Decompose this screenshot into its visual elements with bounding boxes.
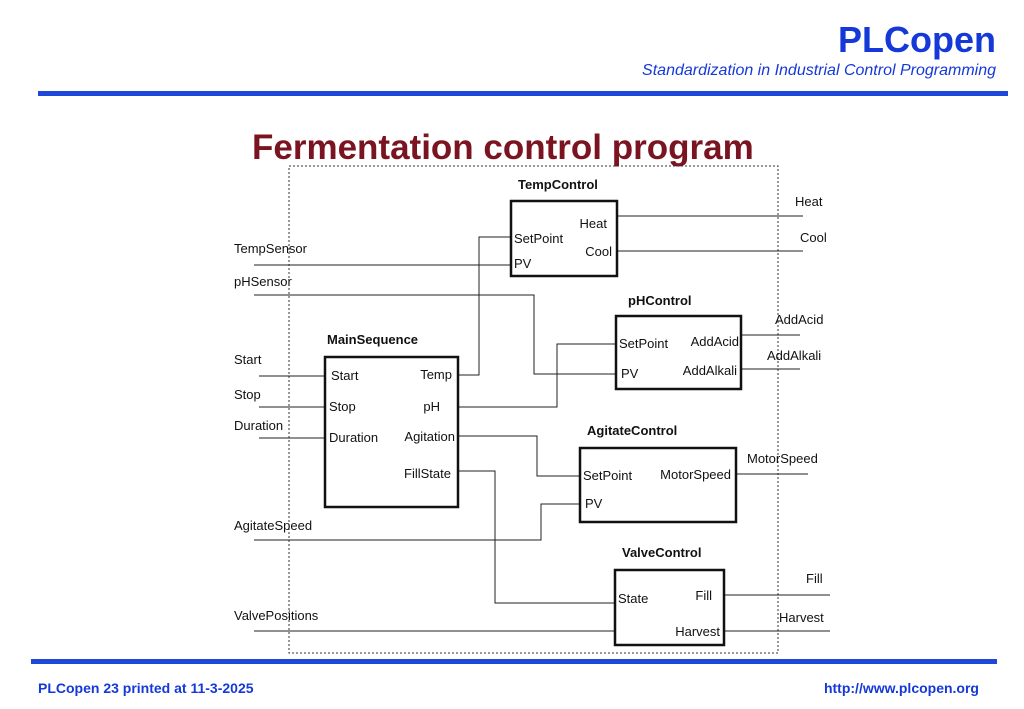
pin-agitate-motorspeed: MotorSpeed — [660, 467, 731, 482]
wire-phsensor — [254, 294, 616, 375]
block-tempcontrol — [509, 199, 619, 278]
label-duration: Duration — [234, 418, 283, 433]
label-harvest: Harvest — [779, 610, 824, 625]
pin-main-duration: Duration — [329, 430, 378, 445]
footer-page-info: PLCopen 23 printed at 11-3-2025 — [38, 680, 254, 696]
label-motorspeed: MotorSpeed — [747, 451, 818, 466]
block-title-mainsequence: MainSequence — [327, 332, 418, 347]
header-rule — [38, 91, 1008, 96]
pin-main-agitation: Agitation — [404, 429, 455, 444]
label-fill: Fill — [806, 571, 823, 586]
label-addacid: AddAcid — [775, 312, 823, 327]
pin-main-ph: pH — [423, 399, 440, 414]
pin-phcontrol-addalkali: AddAlkali — [683, 363, 737, 378]
label-valvepositions: ValvePositions — [234, 608, 319, 623]
pin-main-stop: Stop — [329, 399, 356, 414]
label-tempsensor: TempSensor — [234, 241, 308, 256]
label-start: Start — [234, 352, 262, 367]
label-cool: Cool — [800, 230, 827, 245]
pin-valve-harvest: Harvest — [675, 624, 720, 639]
wire-agitation-setpoint — [458, 435, 580, 477]
pin-phcontrol-addacid: AddAcid — [691, 334, 739, 349]
label-phsensor: pHSensor — [234, 274, 292, 289]
label-agitatespeed: AgitateSpeed — [234, 518, 312, 533]
diagram-frame — [288, 165, 779, 654]
wire-ph-setpoint — [458, 343, 616, 408]
pin-main-fillstate: FillState — [404, 466, 451, 481]
pin-agitate-setpoint: SetPoint — [583, 468, 633, 483]
block-agitatecontrol — [578, 446, 738, 524]
pin-main-temp: Temp — [420, 367, 452, 382]
wire-fillstate-state — [458, 470, 615, 604]
label-heat: Heat — [795, 194, 823, 209]
block-title-agitatecontrol: AgitateControl — [587, 423, 677, 438]
pin-tempcontrol-setpoint: SetPoint — [514, 231, 564, 246]
pin-tempcontrol-pv: PV — [514, 256, 532, 271]
footer-website-link[interactable]: http://www.plcopen.org — [823, 680, 979, 696]
pin-main-start: Start — [331, 368, 359, 383]
brand-logo-text: PLCopen — [838, 19, 996, 60]
slide-title: Fermentation control program — [252, 128, 754, 167]
pin-valve-fill: Fill — [695, 588, 712, 603]
pin-valve-state: State — [618, 591, 648, 606]
wire-temp-setpoint — [458, 236, 511, 376]
block-mainsequence — [323, 355, 460, 509]
wire-agitatespeed — [254, 503, 580, 541]
label-addalkali: AddAlkali — [767, 348, 821, 363]
pin-phcontrol-pv: PV — [621, 366, 639, 381]
pin-phcontrol-setpoint: SetPoint — [619, 336, 669, 351]
footer-rule — [31, 659, 997, 664]
pin-agitate-pv: PV — [585, 496, 603, 511]
block-valvecontrol — [613, 568, 726, 647]
block-title-phcontrol: pHControl — [628, 293, 692, 308]
label-stop: Stop — [234, 387, 261, 402]
pin-tempcontrol-heat: Heat — [580, 216, 608, 231]
block-title-valvecontrol: ValveControl — [622, 545, 701, 560]
tagline: Standardization in Industrial Control Pr… — [642, 62, 996, 79]
block-phcontrol — [614, 314, 743, 391]
pin-tempcontrol-cool: Cool — [585, 244, 612, 259]
block-title-tempcontrol: TempControl — [518, 177, 598, 192]
